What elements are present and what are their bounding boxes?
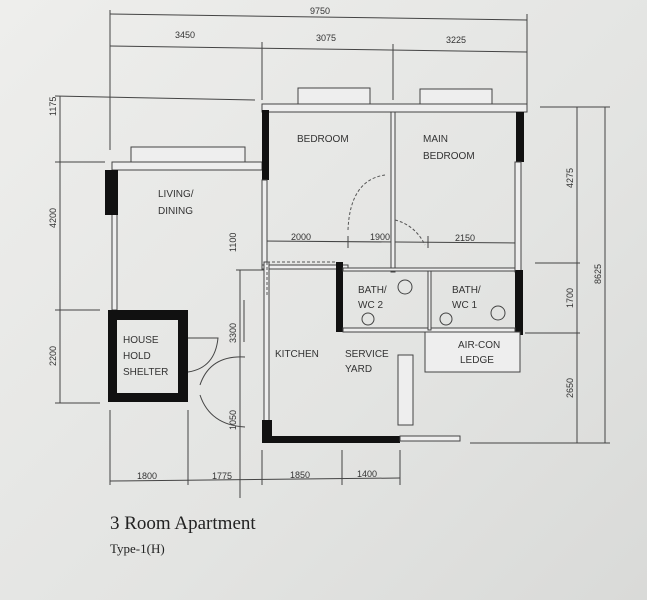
room-label-aircon-ledge: LEDGE — [460, 355, 494, 366]
room-label-service-yard: SERVICE — [345, 349, 389, 360]
room-label-bath-wc2: BATH/ — [358, 285, 387, 296]
dim-inner-3: 1050 — [228, 410, 238, 430]
dim-top-2: 3075 — [316, 33, 336, 43]
room-label-shelter: SHELTER — [123, 367, 168, 378]
room-label-main-bedroom: BEDROOM — [423, 151, 475, 162]
dim-left-3: 2200 — [48, 346, 58, 366]
room-label-shelter: HOLD — [123, 351, 151, 362]
room-label-bath-wc1: WC 1 — [452, 300, 477, 311]
dim-bottom-2: 1775 — [212, 471, 232, 481]
room-label-living: LIVING/ — [158, 189, 194, 200]
dim-right-3: 2650 — [565, 378, 575, 398]
dim-bottom-3: 1850 — [290, 470, 310, 480]
dimension-labels: 9750 3450 3075 3225 2000 1900 2150 1800 … — [48, 6, 603, 481]
room-label-bedroom: BEDROOM — [297, 134, 349, 145]
dim-mid-2: 1900 — [370, 232, 390, 242]
dim-top-1: 3450 — [175, 30, 195, 40]
dim-right-1: 4275 — [565, 168, 575, 188]
room-label-main-bedroom: MAIN — [423, 134, 448, 145]
dim-left-2: 4200 — [48, 208, 58, 228]
room-label-kitchen: KITCHEN — [275, 349, 319, 360]
dim-top-3: 3225 — [446, 35, 466, 45]
dim-total-width: 9750 — [310, 6, 330, 16]
dim-inner-1: 1100 — [228, 233, 238, 252]
room-label-service-yard: YARD — [345, 364, 372, 375]
plan-subtitle: Type-1(H) — [110, 541, 165, 556]
room-labels: BEDROOM MAIN BEDROOM LIVING/ DINING HOUS… — [123, 134, 500, 378]
walls — [105, 87, 528, 443]
room-label-aircon-ledge: AIR-CON — [458, 340, 500, 351]
dimension-lines — [54, 10, 610, 498]
dim-bottom-4: 1400 — [357, 469, 377, 479]
room-label-shelter: HOUSE — [123, 335, 159, 346]
room-label-dining: DINING — [158, 206, 193, 217]
room-label-bath-wc1: BATH/ — [452, 285, 481, 296]
dim-mid-3: 2150 — [455, 233, 475, 243]
dim-bottom-1: 1800 — [137, 471, 157, 481]
dim-inner-2: 3300 — [228, 323, 238, 343]
dim-left-1: 1175 — [48, 97, 58, 116]
plan-title: 3 Room Apartment — [110, 513, 256, 534]
dim-mid-1: 2000 — [291, 232, 311, 242]
dim-total-depth: 8625 — [593, 264, 603, 284]
dim-right-2: 1700 — [565, 288, 575, 308]
room-label-bath-wc2: WC 2 — [358, 300, 383, 311]
